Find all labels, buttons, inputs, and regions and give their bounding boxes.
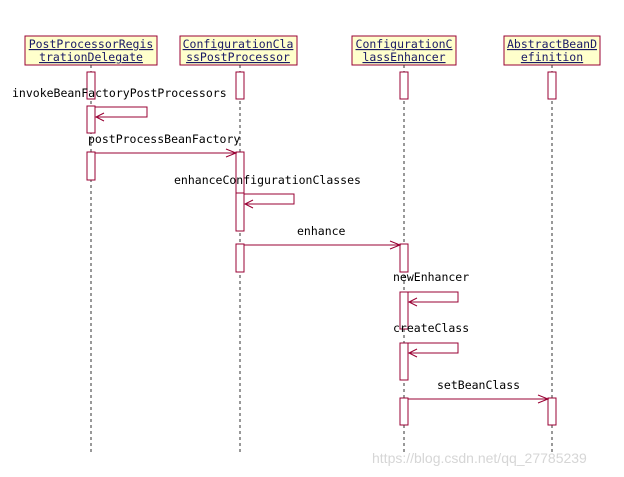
message-label: invokeBeanFactoryPostProcessors	[12, 86, 227, 100]
activation-bar	[235, 243, 245, 273]
arrowhead	[407, 297, 418, 307]
participant-name-line2: lassEnhancer	[362, 50, 445, 64]
activation-bar	[399, 342, 409, 381]
message-label: createClass	[393, 321, 469, 335]
participant-name-line1: ConfigurationC	[356, 37, 453, 51]
activation-bar	[399, 243, 409, 273]
participant-name-line1: ConfigurationCla	[183, 37, 294, 51]
activation-bar	[86, 151, 96, 181]
activation-bar	[235, 192, 245, 232]
activation-bar	[399, 291, 409, 330]
self-message-arrow	[244, 193, 295, 205]
participant-name-line2: ssPostProcessor	[186, 50, 290, 64]
message-label: setBeanClass	[437, 378, 520, 392]
activation-bar	[86, 71, 96, 100]
message-label: postProcessBeanFactory	[88, 132, 240, 146]
message-label: enhanceConfigurationClasses	[174, 173, 361, 187]
self-message-arrow	[408, 291, 459, 303]
arrowhead	[243, 199, 254, 209]
activation-bar	[86, 105, 96, 134]
participant-box-abstractbeandefinition	[503, 35, 601, 66]
activation-bar	[399, 397, 409, 426]
participant-box-postprocessorregistrationdelegate	[24, 35, 158, 66]
participant-name-line2: efinition	[521, 50, 583, 64]
arrowhead	[225, 148, 238, 158]
message-label: enhance	[297, 224, 346, 238]
arrowhead	[537, 394, 550, 404]
activation-bar	[547, 397, 557, 426]
self-message-arrow	[95, 106, 148, 118]
participant-box-configurationclasspostprocessor	[179, 35, 298, 66]
activation-bar	[399, 71, 409, 100]
self-message-arrow	[408, 342, 459, 354]
participant-name-line1: PostProcessorRegis	[29, 37, 154, 51]
arrowhead	[389, 240, 402, 250]
activation-bar	[547, 71, 557, 100]
participant-name-line1: AbstractBeanD	[507, 37, 597, 51]
arrowhead	[94, 112, 105, 122]
message-label: newEnhancer	[393, 270, 469, 284]
activation-bar	[235, 71, 245, 100]
arrowhead	[407, 348, 418, 358]
participant-name-line2: trationDelegate	[39, 50, 143, 64]
watermark-text: https://blog.csdn.net/qq_27785239	[372, 450, 587, 466]
